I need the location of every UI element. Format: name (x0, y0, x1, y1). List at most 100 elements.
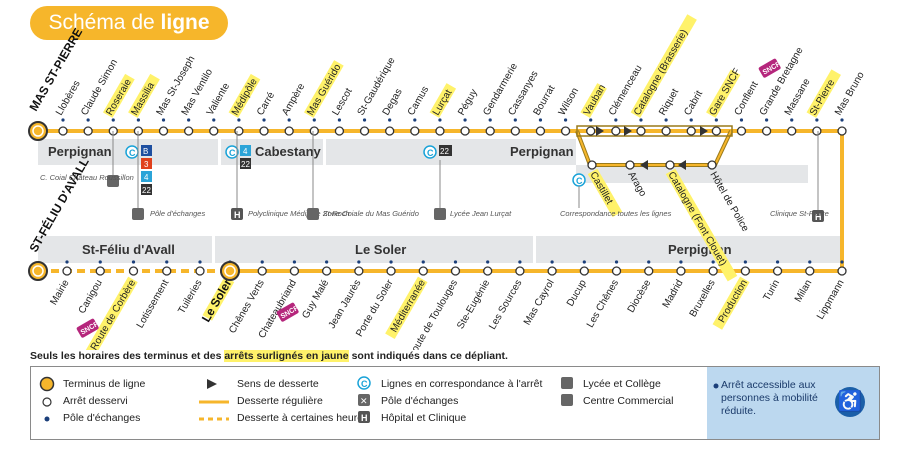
legend-access: Arrêt accessible aux personnes à mobilit… (721, 379, 818, 417)
legend-partial: Desserte à certaines heures (237, 412, 369, 424)
stop-marker[interactable] (676, 266, 686, 276)
zone-label: Perpignan (48, 144, 112, 159)
stop-label-group: Valiente (205, 81, 232, 118)
connection-badges-massilia: C B 3 4 22 (125, 145, 152, 195)
stop-marker[interactable] (711, 126, 722, 136)
access-dot (711, 260, 715, 264)
stop-marker[interactable] (661, 126, 671, 136)
stop-marker[interactable] (234, 126, 244, 136)
stop-label: Conflent (733, 80, 761, 118)
stop-marker[interactable] (611, 126, 621, 136)
access-dot (743, 260, 747, 264)
terminus-le-soler-core (224, 265, 236, 277)
direction-legend-icon (207, 379, 217, 389)
stop-marker[interactable] (708, 266, 718, 276)
stop-marker[interactable] (460, 126, 470, 136)
note-text: Seuls les horaires des terminus et des (30, 350, 225, 362)
facility-note: Pôle d'échanges (150, 209, 205, 218)
stop-marker[interactable] (195, 266, 205, 276)
line-badge: 3 (144, 160, 149, 169)
stop-marker[interactable] (62, 266, 72, 276)
stop-highlight (580, 83, 607, 118)
loop-stop-marker[interactable] (587, 160, 597, 170)
loop-stop-marker[interactable] (625, 160, 635, 170)
access-dot (790, 118, 794, 122)
stop-marker[interactable] (483, 266, 493, 276)
stop-marker[interactable] (837, 126, 847, 136)
stop-marker[interactable] (787, 126, 797, 136)
access-dot (589, 118, 593, 122)
stop-marker[interactable] (805, 266, 815, 276)
loop-stop-marker[interactable] (665, 160, 675, 170)
stop-marker[interactable] (359, 126, 370, 136)
stop-marker[interactable] (58, 126, 68, 136)
stop-marker[interactable] (740, 266, 751, 276)
stop-marker[interactable] (418, 266, 428, 276)
stop-marker[interactable] (535, 126, 546, 136)
stop-label-group: Bourrat (532, 83, 558, 117)
stop-marker[interactable] (761, 126, 772, 136)
stop-marker[interactable] (183, 126, 194, 136)
stop-label-group: Jean Jaurès (327, 278, 364, 331)
stop-marker[interactable] (410, 126, 420, 136)
stop-marker[interactable] (515, 266, 525, 276)
stop-label-group: Mas Cayrol (522, 278, 557, 327)
stop-marker[interactable] (586, 126, 596, 136)
stop-marker[interactable] (128, 266, 139, 276)
stop-label: Tuileries (176, 278, 204, 316)
stop-label-group: Production (712, 276, 750, 330)
stop-marker[interactable] (450, 266, 461, 276)
legend-connection: Lignes en correspondance à l'arrêt (381, 378, 543, 390)
stop-marker[interactable] (95, 266, 105, 276)
stop-marker[interactable] (736, 126, 747, 136)
legend-exchange: Pôle d'échanges (381, 395, 459, 407)
stop-marker[interactable] (385, 126, 395, 136)
stop-marker[interactable] (547, 266, 557, 276)
stop-marker[interactable] (158, 126, 169, 136)
stop-marker[interactable] (611, 266, 622, 276)
stop-label-group: Bruxelles (688, 278, 718, 319)
stop-marker[interactable] (636, 126, 646, 136)
stop-marker[interactable] (560, 126, 571, 136)
stop-marker[interactable] (386, 266, 396, 276)
terminus-mas-st-pierre-core (32, 125, 44, 137)
stop-marker[interactable] (284, 126, 294, 136)
stop-label: Lurçat (431, 88, 455, 118)
stop-marker[interactable] (579, 266, 589, 276)
stop-marker[interactable] (83, 126, 93, 136)
stop-highlight (706, 69, 741, 118)
stop-marker[interactable] (162, 266, 172, 276)
shop-icon (107, 175, 119, 187)
stop-marker[interactable] (510, 126, 520, 136)
stop-marker[interactable] (257, 266, 267, 276)
stop-label-group: Canigou (77, 278, 105, 316)
stop-marker[interactable] (837, 266, 847, 276)
stop-marker[interactable] (354, 266, 364, 276)
connection-badges-cabestany: C 4 22 (225, 145, 251, 169)
shop-icon (307, 208, 319, 220)
stop-label: Jean Jaurès (327, 278, 364, 331)
stop-marker[interactable] (772, 266, 783, 276)
loop-stop-marker[interactable] (707, 160, 717, 170)
line-badge: 22 (440, 147, 449, 156)
stop-highlight (128, 73, 160, 118)
zone-label: St-Féliu d'Avall (82, 242, 175, 257)
stop-marker[interactable] (321, 266, 332, 276)
stop-marker[interactable] (435, 126, 445, 136)
stop-label: Cabrit (682, 89, 705, 118)
stop-highlight (712, 276, 750, 330)
stop-marker[interactable] (686, 126, 696, 136)
access-dot (453, 260, 458, 264)
stop-marker[interactable] (259, 126, 269, 136)
facility-note: Correspondance toutes les lignes (560, 209, 672, 218)
stop-marker[interactable] (812, 126, 822, 136)
stop-marker[interactable] (644, 266, 654, 276)
stop-marker[interactable] (289, 266, 300, 276)
stop-marker[interactable] (334, 126, 345, 136)
stop-label: Production (717, 278, 750, 325)
stop-marker[interactable] (309, 126, 319, 136)
stop-marker[interactable] (485, 126, 495, 136)
stop-marker[interactable] (209, 126, 219, 136)
stop-label-group: Lippmann (815, 278, 846, 322)
